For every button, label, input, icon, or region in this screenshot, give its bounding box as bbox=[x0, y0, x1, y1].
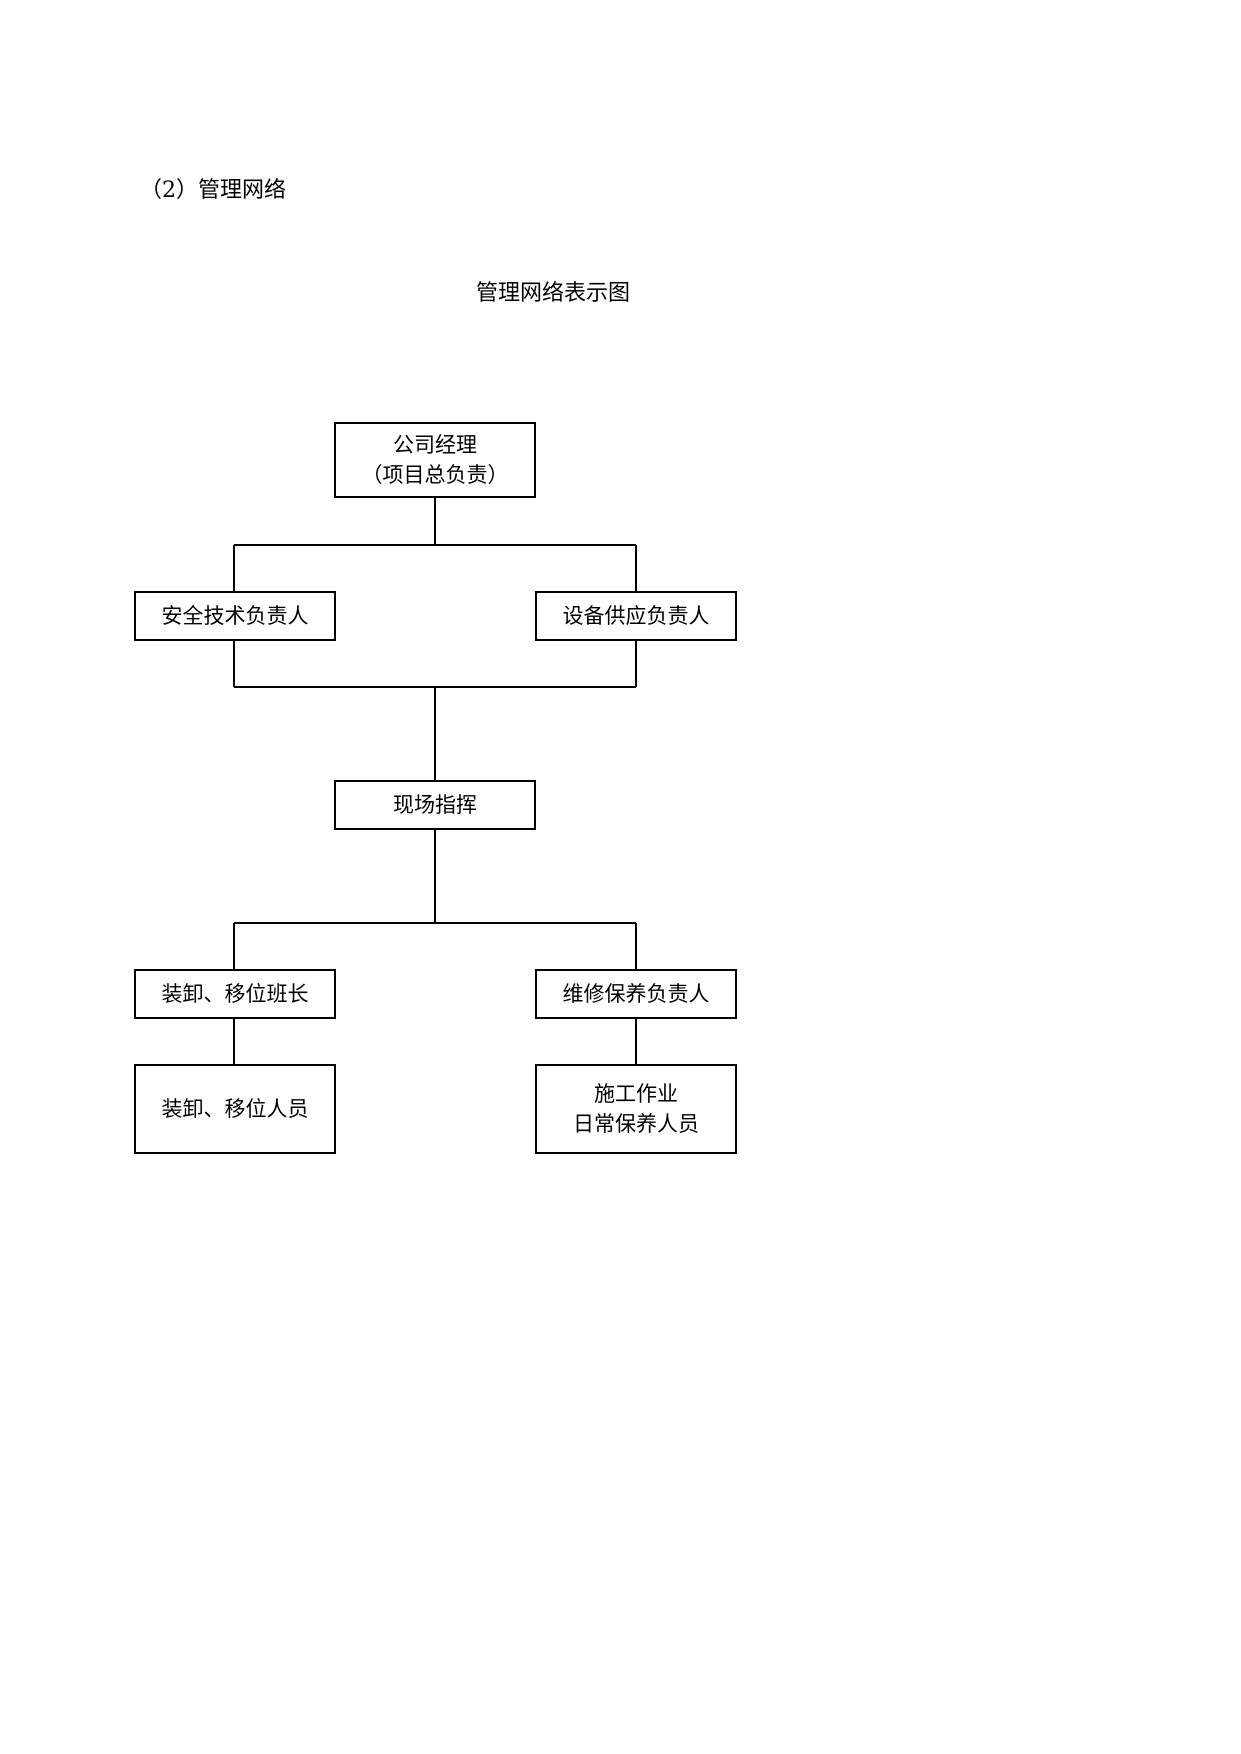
node-maintenance-lead: 维修保养负责人 bbox=[535, 969, 737, 1019]
node-loading-staff: 装卸、移位人员 bbox=[134, 1064, 336, 1154]
connector-lines bbox=[233, 497, 637, 1065]
diagram-title: 管理网络表示图 bbox=[475, 281, 630, 306]
node-loading-shift-leader-label: 装卸、移位班长 bbox=[161, 981, 309, 1006]
node-loading-staff-label: 装卸、移位人员 bbox=[161, 1096, 309, 1121]
node-company-manager: 公司经理 （项目总负责） bbox=[334, 422, 536, 498]
node-loading-shift-leader: 装卸、移位班长 bbox=[134, 969, 336, 1019]
node-company-manager-title: 公司经理 bbox=[393, 432, 477, 457]
node-safety-tech-lead-label: 安全技术负责人 bbox=[161, 603, 309, 628]
node-maintenance-lead-label: 维修保养负责人 bbox=[562, 981, 710, 1006]
node-company-manager-subtitle: （项目总负责） bbox=[361, 463, 509, 487]
node-safety-tech-lead: 安全技术负责人 bbox=[134, 591, 336, 641]
node-construction-staff: 施工作业 日常保养人员 bbox=[535, 1064, 737, 1154]
section-heading: （2）管理网络 bbox=[140, 178, 286, 203]
node-site-command-label: 现场指挥 bbox=[393, 792, 477, 817]
node-site-command: 现场指挥 bbox=[334, 780, 536, 830]
node-construction-staff-line1: 施工作业 bbox=[594, 1081, 678, 1106]
node-construction-staff-line2: 日常保养人员 bbox=[573, 1112, 699, 1136]
node-equipment-supply-lead-label: 设备供应负责人 bbox=[562, 603, 710, 628]
node-equipment-supply-lead: 设备供应负责人 bbox=[535, 591, 737, 641]
